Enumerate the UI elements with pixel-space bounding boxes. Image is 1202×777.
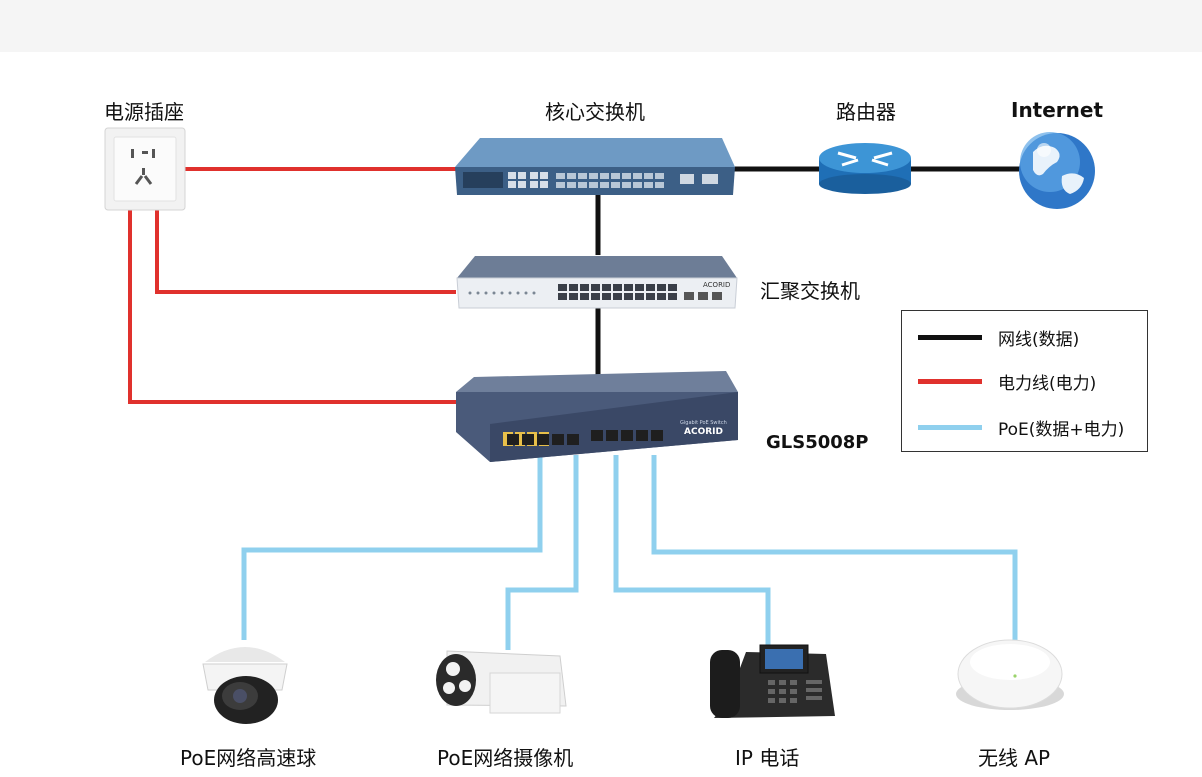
poe-brand-small: Gigabit PoE Switch (680, 420, 727, 426)
internet-label: Internet (1011, 98, 1104, 122)
legend-item-data: 网线(数据) (918, 322, 1079, 352)
router-label: 路由器 (836, 100, 896, 124)
wireless-ap-label: 无线 AP (978, 746, 1051, 770)
core-switch-label: 核心交换机 (545, 100, 645, 124)
poe-brand: ACORID (684, 427, 723, 437)
power-cable-poe (128, 210, 456, 404)
legend-label-power: 电力线(电力) (998, 373, 1097, 394)
poe-dome-label: PoE网络高速球 (180, 746, 317, 770)
globe-icon (1019, 132, 1095, 209)
legend-label-poe: PoE(数据+电力) (998, 419, 1125, 440)
aggregation-switch-label: 汇聚交换机 (760, 279, 860, 303)
poe-cables (241, 455, 1018, 650)
top-band (0, 0, 1202, 52)
legend-swatch-poe (918, 424, 982, 430)
power-cables (128, 167, 456, 404)
legend: 网线(数据) 电力线(电力) PoE(数据+电力) (901, 310, 1148, 452)
power-socket-icon (104, 127, 186, 211)
power-socket-label: 电源插座 (104, 100, 184, 124)
poe-cable-camera (505, 455, 579, 650)
data-cables (595, 166, 1022, 375)
core-switch-icon (455, 138, 735, 195)
legend-label-data: 网线(数据) (998, 329, 1080, 350)
legend-swatch-data (918, 334, 982, 340)
poe-switch-model-label: GLS5008P (766, 432, 869, 453)
router-icon (819, 143, 911, 194)
dome-camera-icon (202, 647, 288, 724)
ip-phone-label: IP 电话 (735, 746, 800, 770)
legend-item-poe: PoE(数据+电力) (918, 412, 1124, 442)
poe-cable-ap (651, 455, 1018, 645)
poe-switch-icon: Gigabit PoE Switch ACORID (456, 371, 738, 462)
aggregation-switch-icon: ACORID (456, 256, 738, 309)
legend-item-power: 电力线(电力) (918, 366, 1096, 396)
power-cable-agg (155, 210, 456, 294)
wireless-ap-icon (956, 639, 1064, 710)
poe-cable-phone (613, 455, 771, 648)
legend-swatch-power (918, 378, 982, 384)
bullet-camera-icon (436, 650, 567, 714)
agg-brand: ACORID (703, 281, 730, 289)
ip-phone-icon (710, 644, 835, 718)
poe-cable-dome (241, 455, 543, 640)
poe-camera-label: PoE网络摄像机 (437, 746, 574, 770)
